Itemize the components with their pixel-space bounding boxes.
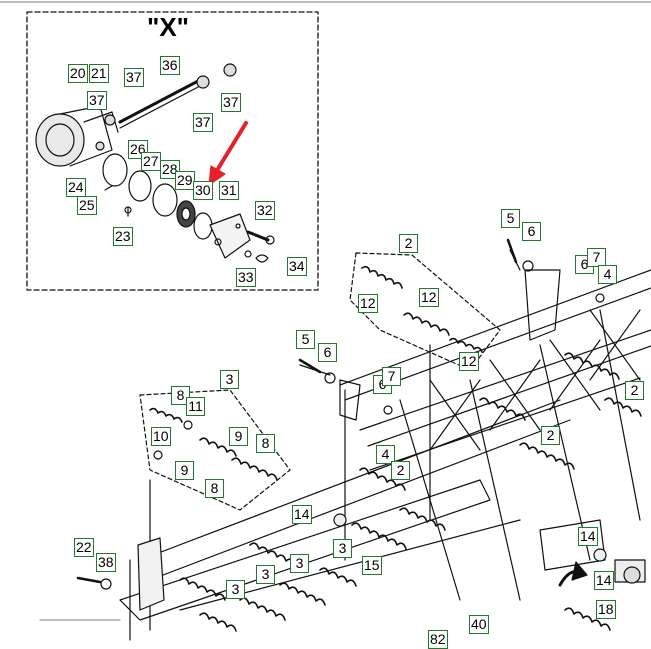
callout-label: 22 — [74, 538, 94, 557]
callout-label: 34 — [287, 257, 307, 276]
callout-label: 27 — [141, 152, 161, 171]
callout-label: 21 — [89, 64, 109, 83]
callout-label: 14 — [578, 527, 598, 546]
callout-label: 30 — [193, 181, 213, 200]
callout-label: 38 — [96, 553, 116, 572]
callout-label: 82 — [428, 630, 448, 649]
callout-label: 36 — [160, 56, 180, 75]
callout-label: 37 — [221, 93, 241, 112]
callout-label: 25 — [77, 196, 97, 215]
callout-label: 28 — [160, 160, 180, 179]
callout-label: 10 — [151, 427, 171, 446]
callout-label: 14 — [594, 571, 614, 590]
fasteners — [76, 238, 641, 590]
callout-label: 12 — [459, 352, 479, 371]
callout-label: 14 — [292, 505, 312, 524]
callout-label: 40 — [469, 615, 489, 634]
callout-label: 3 — [220, 370, 239, 389]
callout-label: 8 — [205, 479, 224, 498]
callout-label: 2 — [625, 381, 644, 400]
callout-label: 9 — [175, 461, 194, 480]
callout-label: 4 — [598, 265, 617, 284]
callout-label: 33 — [236, 268, 256, 287]
callout-label: 24 — [66, 178, 86, 197]
callout-label: 2 — [541, 426, 560, 445]
callout-label: 37 — [87, 91, 107, 110]
callout-label: 29 — [175, 171, 195, 190]
detail-view-title: "X" — [147, 12, 189, 42]
spring-rollers — [149, 265, 642, 632]
callout-label: 7 — [382, 367, 401, 386]
detail-x-parts — [35, 63, 275, 263]
detail-x-frame — [26, 11, 319, 291]
callout-label: 8 — [171, 386, 190, 405]
callout-label: 12 — [358, 294, 378, 313]
callout-label: 5 — [296, 330, 315, 349]
callout-label: 2 — [391, 461, 410, 480]
annotation-arrow — [208, 121, 248, 186]
callout-label: 8 — [256, 434, 275, 453]
callout-label: 3 — [226, 580, 245, 599]
callout-label: 12 — [419, 288, 439, 307]
callout-label: 3 — [290, 554, 309, 573]
callout-label: 9 — [229, 427, 248, 446]
callout-label: 32 — [255, 201, 275, 220]
callout-label: 15 — [362, 556, 382, 575]
callout-label: 11 — [186, 397, 205, 416]
callout-label: 3 — [333, 539, 352, 558]
callout-label: 37 — [124, 68, 144, 87]
callout-label: 3 — [256, 565, 275, 584]
callout-label: 2 — [399, 234, 418, 253]
callout-label: 7 — [587, 248, 606, 267]
callout-label: 37 — [193, 113, 213, 132]
callout-label: 6 — [522, 222, 541, 241]
callout-label: 4 — [376, 445, 395, 464]
callout-label: 18 — [596, 600, 616, 619]
callout-label: 6 — [318, 343, 337, 362]
callout-label: 23 — [113, 227, 133, 246]
callout-label: 31 — [219, 181, 239, 200]
callout-label: 5 — [501, 209, 520, 228]
callout-label: 20 — [68, 64, 88, 83]
